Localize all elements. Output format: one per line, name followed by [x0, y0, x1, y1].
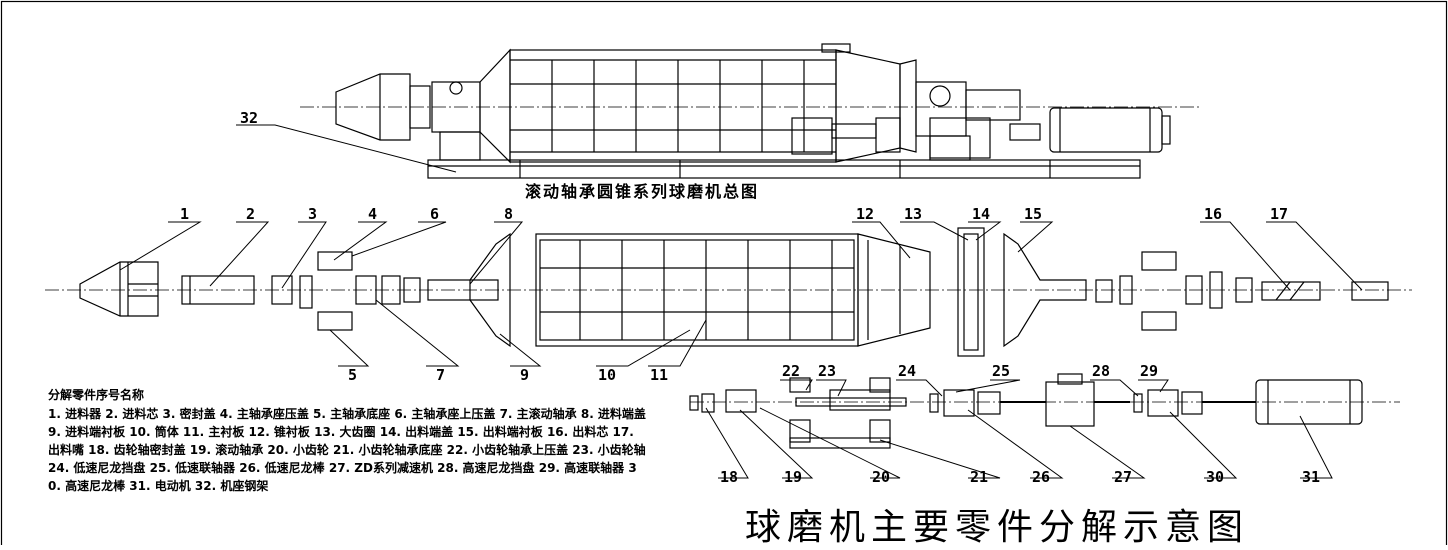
part-17-discharge-mouth: [1351, 281, 1389, 301]
part-8-feed-end-cover: [427, 279, 499, 301]
callout-9: 9: [520, 366, 529, 384]
part-2-feed-core: [181, 275, 255, 305]
callout-16: 16: [1204, 205, 1222, 223]
callout-28: 28: [1092, 362, 1110, 380]
callout-7: 7: [436, 366, 445, 384]
part-31-motor: [1255, 379, 1363, 425]
callout-15: 15: [1024, 205, 1042, 223]
callout-14: 14: [972, 205, 990, 223]
callout-29: 29: [1140, 362, 1158, 380]
part-16-discharge-core: [1261, 281, 1321, 301]
part-4-cover: [299, 275, 313, 309]
callout-8: 8: [504, 205, 513, 223]
part-23-pinion-shaft: [795, 397, 907, 407]
callout-25: 25: [992, 362, 1010, 380]
part-18-seal-cover: [701, 393, 715, 413]
part-25-coupling: [943, 389, 975, 417]
callout-4: 4: [368, 205, 377, 223]
callout-31: 31: [1302, 468, 1320, 486]
part-7-bearing: [355, 275, 377, 305]
part-6-upper-cover: [317, 251, 353, 271]
leader-lines: [119, 221, 1363, 479]
callout-22: 22: [782, 362, 800, 380]
base-frame: [427, 159, 1141, 179]
part-5-bearing-base: [317, 311, 353, 331]
callout-23: 23: [818, 362, 836, 380]
callout-24: 24: [898, 362, 916, 380]
motor-assembly: [1049, 107, 1163, 153]
part-19-bearing: [725, 389, 757, 413]
legend-heading: 分解零件序号名称: [48, 388, 145, 402]
part-13-gear-ring: [957, 227, 985, 357]
callout-12: 12: [856, 205, 874, 223]
callout-18: 18: [720, 468, 738, 486]
callout-17: 17: [1270, 205, 1288, 223]
part-21-pinion-base: [789, 437, 891, 449]
callout-6: 6: [430, 205, 439, 223]
callout-11: 11: [650, 366, 668, 384]
legend-text: 1. 进料器 2. 进料芯 3. 密封盖 4. 主轴承座压盖 5. 主轴承底座 …: [48, 407, 646, 493]
part-15-discharge-liner: [1003, 232, 1087, 348]
callout-30: 30: [1206, 468, 1224, 486]
callout-1: 1: [180, 205, 189, 223]
callout-20: 20: [872, 468, 890, 486]
callout-5: 5: [348, 366, 357, 384]
assembly-title: 滚动轴承圆锥系列球磨机总图: [525, 182, 760, 201]
shell-assembly: [509, 49, 837, 163]
callout-2: 2: [246, 205, 255, 223]
callout-10: 10: [598, 366, 616, 384]
callout-32: 32: [240, 109, 258, 127]
part-20-pinion: [829, 389, 891, 411]
callout-13: 13: [904, 205, 922, 223]
callout-21: 21: [970, 468, 988, 486]
callout-19: 19: [784, 468, 802, 486]
callout-26: 26: [1032, 468, 1050, 486]
part-12-cone-liner: [857, 233, 931, 347]
callout-labels: 32 1 2 3 4 6 8 12 13 14 15 16 17 5 7 9 1…: [180, 109, 1320, 486]
part-27-reducer: [1045, 381, 1095, 427]
part-3-seal-cover: [271, 275, 293, 305]
exploded-title: 球磨机主要零件分解示意图: [745, 507, 1250, 548]
part-1-feeder: [79, 261, 159, 317]
callout-3: 3: [308, 205, 317, 223]
part-29-coupling: [1147, 389, 1179, 417]
callout-27: 27: [1114, 468, 1132, 486]
exploded-view: [45, 221, 1412, 479]
parts-legend: 分解零件序号名称 1. 进料器 2. 进料芯 3. 密封盖 4. 主轴承座压盖 …: [48, 386, 648, 495]
assembly-view: [236, 43, 1200, 179]
